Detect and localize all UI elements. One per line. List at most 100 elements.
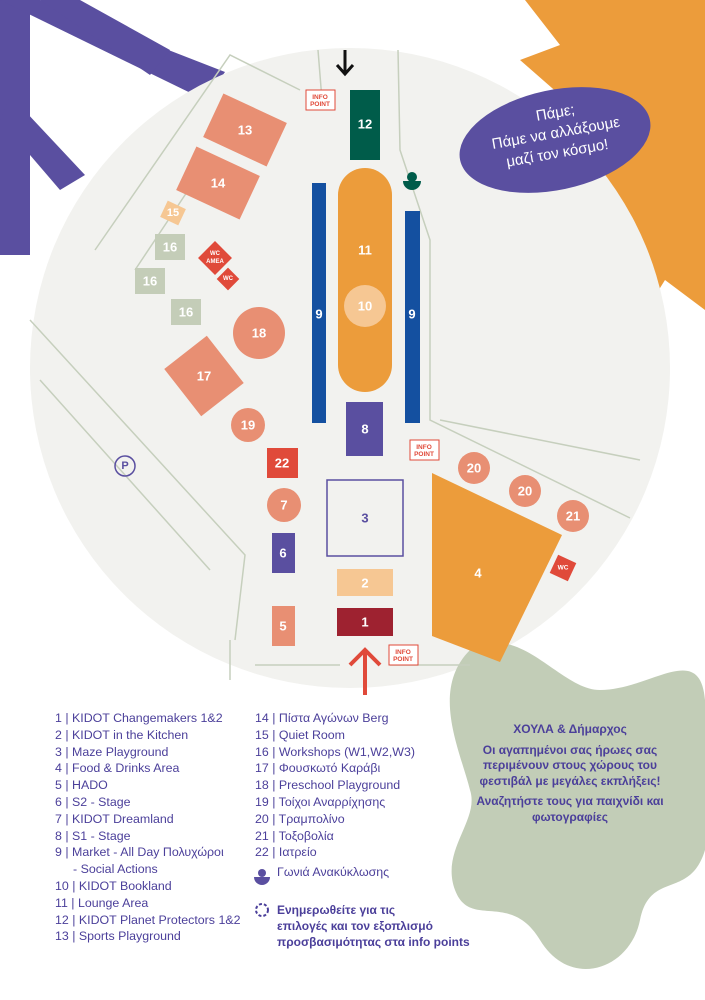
note-line: επιλογές και τον εξοπλισμό bbox=[277, 919, 433, 933]
svg-text:1: 1 bbox=[361, 615, 368, 630]
svg-text:15: 15 bbox=[167, 207, 179, 219]
legend-item: 2 | KIDOT in the Kitchen bbox=[55, 727, 189, 742]
slogan-line-1: Πάμε; bbox=[535, 101, 576, 125]
accessibility-icon bbox=[255, 903, 269, 917]
zone-5[interactable]: 5 bbox=[272, 606, 295, 646]
zone-2[interactable]: 2 bbox=[337, 569, 393, 596]
svg-text:8: 8 bbox=[361, 422, 368, 437]
zone-11[interactable]: 11 bbox=[338, 168, 392, 392]
zone-16-w2[interactable]: 16 bbox=[135, 268, 165, 294]
zone-19[interactable]: 19 bbox=[231, 408, 265, 442]
accessibility-note: Ενημερωθείτε για τις επιλογές και τον εξ… bbox=[255, 902, 470, 950]
svg-text:4: 4 bbox=[474, 566, 482, 581]
slogan-bubble: Πάμε; Πάμε να αλλάξουμε μαζί τον κόσμο! bbox=[459, 87, 651, 193]
zone-3[interactable]: 3 bbox=[326, 479, 404, 557]
svg-text:22: 22 bbox=[275, 456, 289, 471]
legend-item: 3 | Maze Playground bbox=[55, 744, 169, 759]
legend-item: 9 | Market - All Day Πολυχώροι bbox=[55, 845, 224, 860]
zone-10[interactable]: 10 bbox=[344, 285, 386, 327]
legend-item: 22 | Ιατρείο bbox=[255, 845, 317, 860]
svg-text:16: 16 bbox=[143, 274, 157, 289]
zone-4[interactable]: 4 bbox=[432, 473, 562, 662]
legend-column-2: 14 | Πίστα Αγώνων Berg 15 | Quiet Room 1… bbox=[255, 710, 415, 881]
svg-text:14: 14 bbox=[211, 176, 226, 191]
svg-text:POINT: POINT bbox=[310, 101, 330, 108]
zone-1[interactable]: 1 bbox=[337, 608, 393, 636]
svg-text:18: 18 bbox=[252, 326, 266, 341]
svg-text:INFO: INFO bbox=[416, 444, 432, 451]
zone-20-b[interactable]: 20 bbox=[509, 475, 541, 507]
zone-8[interactable]: 8 bbox=[346, 402, 383, 456]
zone-14[interactable]: 14 bbox=[176, 146, 260, 220]
zone-7[interactable]: 7 bbox=[267, 488, 301, 522]
entrance-arrow-icon bbox=[335, 50, 355, 77]
svg-text:POINT: POINT bbox=[414, 451, 434, 458]
svg-text:20: 20 bbox=[467, 461, 481, 476]
legend-item: 16 | Workshops (W1,W2,W3) bbox=[255, 744, 415, 759]
svg-text:7: 7 bbox=[280, 498, 287, 513]
legend-item: 13 | Sports Playground bbox=[55, 929, 181, 944]
parking-icon: P bbox=[114, 455, 136, 477]
legend-column-1: 1 | KIDOT Changemakers 1&2 2 | KIDOT in … bbox=[55, 710, 241, 945]
svg-text:11: 11 bbox=[358, 243, 372, 258]
legend-item: - Social Actions bbox=[73, 862, 158, 877]
promo-cta: Αναζητήστε τους για παιχνίδι και φωτογρα… bbox=[476, 794, 664, 824]
legend-item: 12 | KIDOT Planet Protectors 1&2 bbox=[55, 912, 241, 927]
zone-20-a[interactable]: 20 bbox=[458, 452, 490, 484]
svg-text:POINT: POINT bbox=[393, 656, 413, 663]
zone-22[interactable]: 22 bbox=[267, 448, 298, 478]
zone-16-w1[interactable]: 16 bbox=[155, 234, 185, 260]
main-entrance-arrow-icon bbox=[348, 647, 382, 695]
svg-text:10: 10 bbox=[358, 299, 372, 314]
svg-text:2: 2 bbox=[361, 576, 368, 591]
legend-item: 15 | Quiet Room bbox=[255, 727, 345, 742]
svg-text:16: 16 bbox=[179, 305, 193, 320]
svg-text:5: 5 bbox=[279, 619, 286, 634]
legend-recycling: Γωνιά Ανακύκλωσης bbox=[277, 865, 390, 880]
svg-text:WC: WC bbox=[210, 251, 221, 257]
promo-body: Οι αγαπημένοι σας ήρωες σας περιμένουν σ… bbox=[479, 742, 661, 788]
legend-item: 17 | Φουσκωτό Καράβι bbox=[255, 761, 381, 776]
legend-item: 11 | Lounge Area bbox=[55, 895, 149, 910]
wc-icon[interactable]: WC bbox=[549, 554, 577, 582]
legend-item: 19 | Τοίχοι Αναρρίχησης bbox=[255, 794, 386, 809]
zone-12[interactable]: 12 bbox=[350, 90, 380, 160]
mascot-blob-decoration bbox=[449, 642, 705, 969]
zone-15[interactable]: 15 bbox=[160, 200, 186, 226]
svg-text:9: 9 bbox=[408, 307, 415, 322]
svg-text:WC: WC bbox=[558, 565, 569, 572]
zone-9-left[interactable]: 9 bbox=[312, 183, 326, 423]
legend-item: 10 | KIDOT Bookland bbox=[55, 878, 172, 893]
svg-text:WC: WC bbox=[223, 276, 234, 282]
zone-21[interactable]: 21 bbox=[557, 500, 589, 532]
legend-item: 21 | Τοξοβολία bbox=[255, 828, 334, 843]
legend-item: 8 | S1 - Stage bbox=[55, 828, 131, 843]
wc-amea-icon[interactable]: WC AMEA bbox=[198, 241, 232, 275]
svg-text:AMEA: AMEA bbox=[206, 259, 224, 265]
svg-text:INFO: INFO bbox=[312, 94, 328, 101]
zone-9-right[interactable]: 9 bbox=[405, 211, 420, 423]
legend-item: 5 | HADO bbox=[55, 778, 108, 793]
note-line: προσβασιμότητας στα info points bbox=[277, 935, 470, 949]
promo-title: ΧΟΥΛΑ & Δήμαρχος bbox=[513, 722, 627, 736]
zone-13[interactable]: 13 bbox=[203, 93, 287, 167]
recycling-icon bbox=[254, 869, 270, 885]
legend-item: 7 | KIDOT Dreamland bbox=[55, 811, 174, 826]
zone-6[interactable]: 6 bbox=[272, 533, 295, 573]
svg-text:12: 12 bbox=[358, 117, 372, 132]
mascot-promo: ΧΟΥΛΑ & Δήμαρχος Οι αγαπημένοι σας ήρωες… bbox=[470, 722, 670, 830]
legend-item: 1 | KIDOT Changemakers 1&2 bbox=[55, 711, 223, 725]
svg-text:21: 21 bbox=[566, 509, 580, 524]
zone-17[interactable]: 17 bbox=[164, 335, 244, 417]
svg-text:3: 3 bbox=[361, 511, 368, 526]
zone-16-w3[interactable]: 16 bbox=[171, 299, 201, 325]
legend-item: 4 | Food & Drinks Area bbox=[55, 761, 180, 776]
svg-text:19: 19 bbox=[241, 418, 255, 433]
zone-18[interactable]: 18 bbox=[233, 307, 285, 359]
svg-text:13: 13 bbox=[238, 123, 252, 138]
note-line: Ενημερωθείτε για τις bbox=[277, 903, 396, 917]
